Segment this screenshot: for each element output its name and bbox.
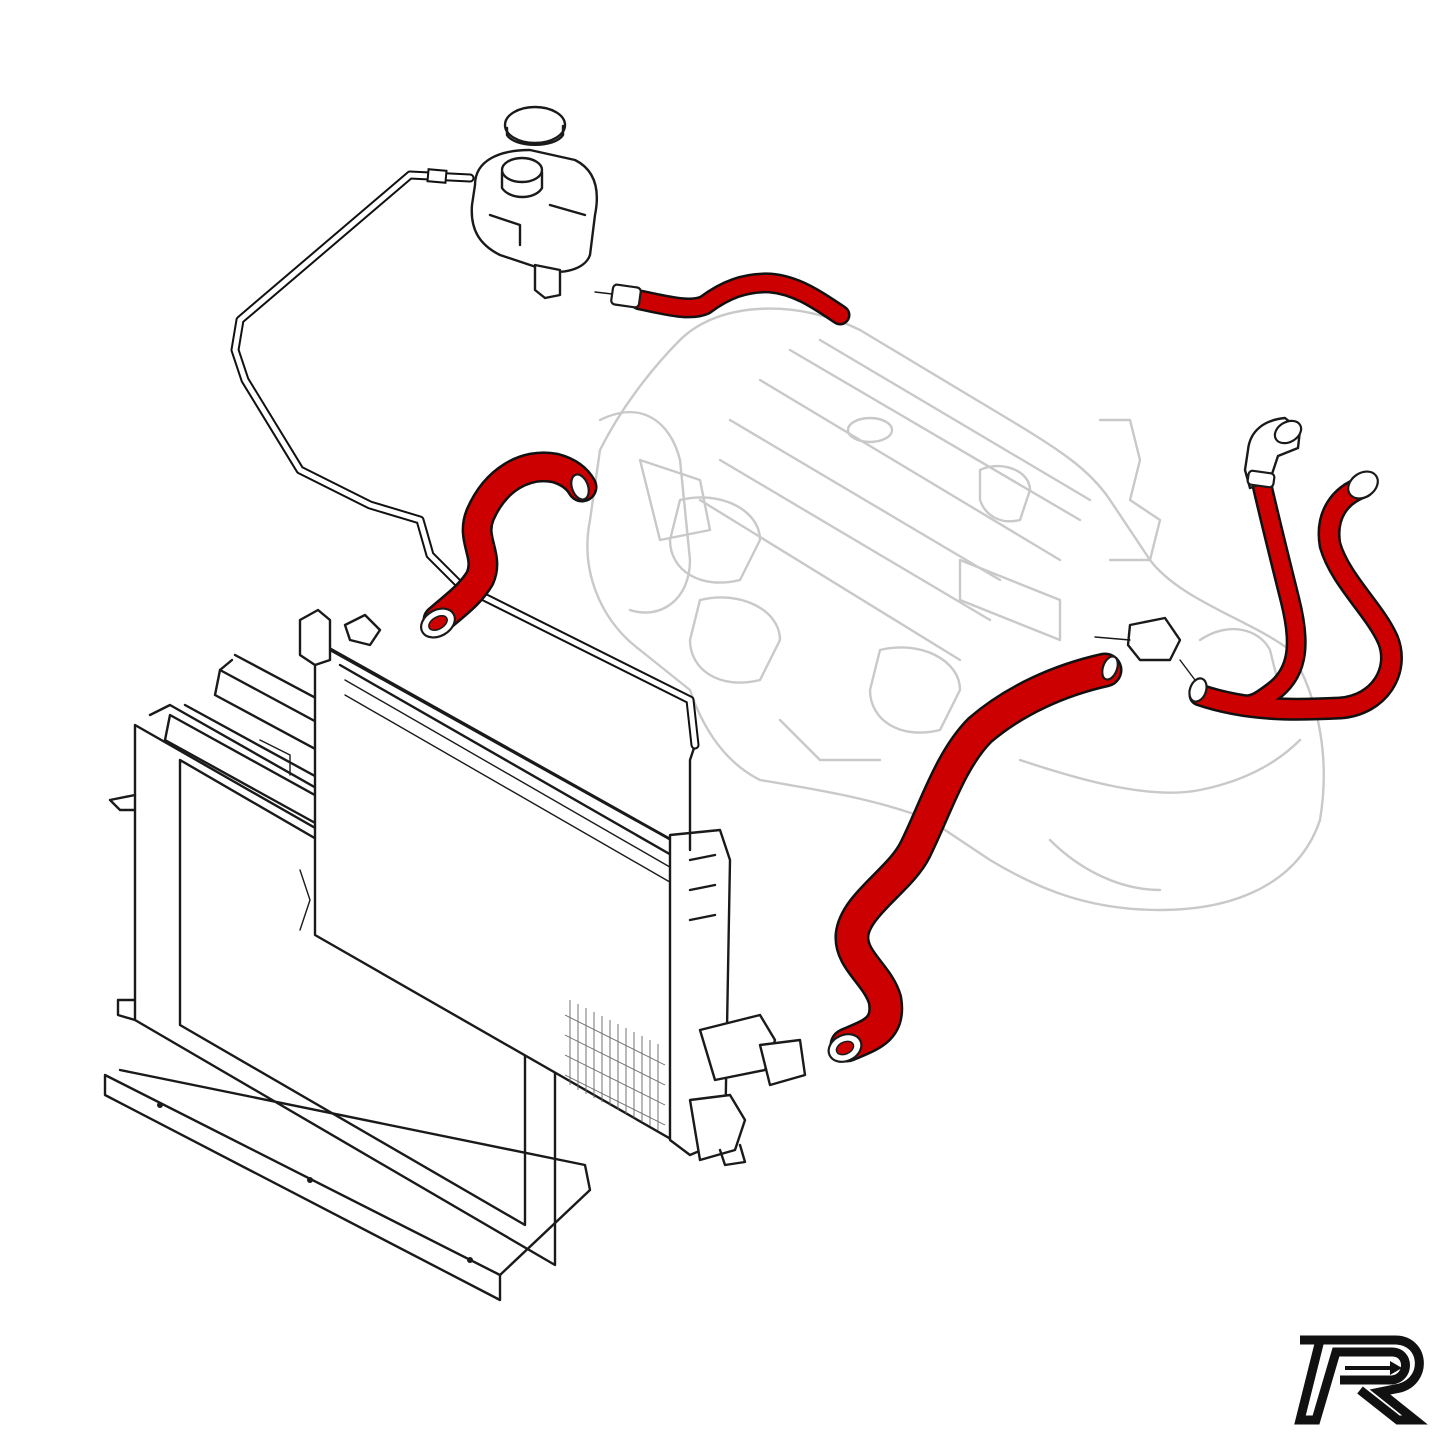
hose-fittings <box>420 283 1379 1063</box>
racing-r-logo-icon: R <box>1294 1335 1428 1425</box>
expansion-tank-cap <box>503 105 567 145</box>
upper-radiator-hose <box>425 453 595 633</box>
engine-block <box>586 307 1325 912</box>
radiator <box>298 608 807 1167</box>
coolant-hoses <box>422 272 1403 1063</box>
overflow-line <box>230 168 700 750</box>
expansion-tank-hose <box>632 274 848 323</box>
heater-hose-inner <box>1237 477 1305 713</box>
expansion-tank <box>470 105 598 300</box>
heater-hose-outer <box>1191 478 1401 719</box>
lower-radiator-hose <box>832 655 1120 1060</box>
